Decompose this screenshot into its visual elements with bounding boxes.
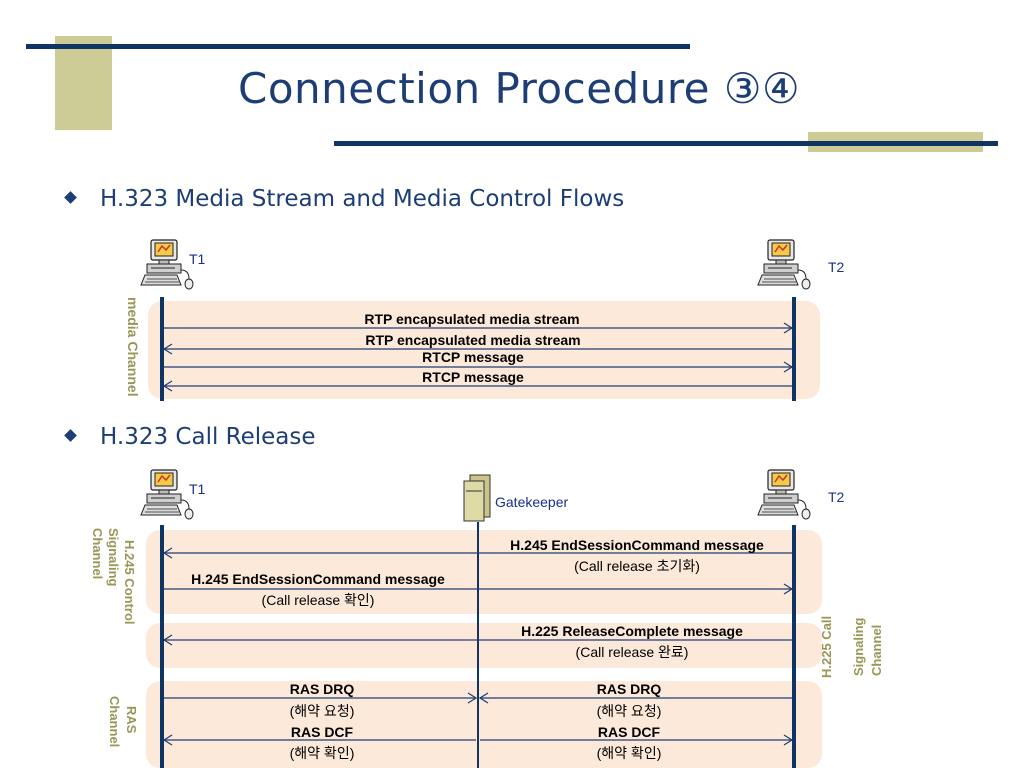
- drq-right-sub: (해약 요청): [597, 703, 662, 719]
- t1-computer-icon: [140, 469, 194, 520]
- bullet-media-stream: H.323 Media Stream and Media Control Flo…: [64, 186, 625, 212]
- h245-label-line-3: Channel: [90, 528, 105, 579]
- gatekeeper-label: Gatekeeper: [495, 494, 568, 510]
- d1-t1-label: T1: [189, 251, 206, 267]
- d2-msg-endsession-1: H.245 EndSessionCommand message (Call re…: [162, 537, 792, 574]
- media-channel-label: media Channel: [125, 297, 141, 397]
- gatekeeper-server-icon: [463, 474, 491, 522]
- d1-msg-4: RTCP message: [162, 369, 792, 392]
- d2-msg-dcf-left: RAS DCF (해약 확인): [162, 724, 476, 761]
- d1-msg-2-label: RTP encapsulated media stream: [365, 332, 580, 348]
- t1-computer-icon: [140, 239, 194, 290]
- drq-left-sub: (해약 요청): [290, 703, 355, 719]
- d1-msg-1: RTP encapsulated media stream: [164, 311, 794, 334]
- d2-t1-label: T1: [189, 481, 206, 497]
- endsession-2-title: H.245 EndSessionCommand message: [191, 571, 445, 587]
- dcf-left-sub: (해약 확인): [290, 745, 355, 761]
- dcf-left-title: RAS DCF: [291, 724, 354, 740]
- releasecomplete-sub: (Call release 완료): [576, 644, 689, 660]
- d1-msg-1-label: RTP encapsulated media stream: [364, 311, 579, 327]
- h225-label-line-3: Channel: [869, 625, 884, 676]
- d1-t2-label: T2: [828, 259, 845, 275]
- dcf-right-sub: (해약 확인): [597, 745, 662, 761]
- drq-left-title: RAS DRQ: [290, 681, 355, 697]
- h225-band: [146, 623, 822, 668]
- top-rule: [26, 44, 690, 49]
- d1-msg-4-label: RTCP message: [422, 369, 524, 385]
- drq-right-title: RAS DRQ: [597, 681, 662, 697]
- h225-label-line-2: Signaling: [851, 617, 866, 676]
- d1-msg-2: RTP encapsulated media stream: [162, 332, 792, 355]
- t2-computer-icon: [757, 469, 811, 520]
- d2-msg-drq-right: RAS DRQ (해약 요청): [478, 681, 792, 719]
- d2-msg-releasecomplete: H.225 ReleaseComplete message (Call rele…: [162, 623, 792, 660]
- endsession-1-title: H.245 EndSessionCommand message: [510, 537, 764, 553]
- bottom-rule: [334, 141, 998, 146]
- t2-computer-icon: [757, 239, 811, 290]
- slide-title: Connection Procedure ③④: [238, 64, 801, 113]
- olive-block-left: [55, 36, 112, 130]
- media-channel-band: [148, 301, 820, 399]
- d1-msg-3: RTCP message: [164, 349, 794, 373]
- ras-channel-label: RAS Channel: [107, 696, 139, 747]
- releasecomplete-title: H.225 ReleaseComplete message: [521, 623, 743, 639]
- d2-msg-drq-left: RAS DRQ (해약 요청): [164, 681, 478, 719]
- endsession-1-sub: (Call release 초기화): [574, 558, 700, 574]
- h245-band: [146, 530, 822, 614]
- d1-msg-3-label: RTCP message: [422, 349, 524, 365]
- endsession-2-sub: (Call release 확인): [262, 592, 375, 608]
- d2-t2-label: T2: [828, 489, 845, 505]
- h245-channel-label: H.245 Control Signaling Channel: [90, 528, 137, 625]
- d2-msg-endsession-2: H.245 EndSessionCommand message (Call re…: [164, 571, 794, 608]
- h225-channel-label: H.225 Call Signaling Channel: [819, 616, 884, 678]
- bullet-text: H.323 Call Release: [100, 424, 316, 450]
- bullet-text: H.323 Media Stream and Media Control Flo…: [100, 186, 625, 212]
- h245-label-line-2: Signaling: [106, 528, 121, 587]
- ras-label-line-1: RAS: [124, 706, 139, 734]
- bullet-call-release: H.323 Call Release: [64, 424, 316, 450]
- h225-label-line-1: H.225 Call: [819, 616, 834, 678]
- dcf-right-title: RAS DCF: [598, 724, 661, 740]
- ras-band: [146, 681, 822, 768]
- d2-msg-dcf-right: RAS DCF (해약 확인): [480, 724, 794, 761]
- h245-label-line-1: H.245 Control: [122, 540, 137, 625]
- ras-label-line-2: Channel: [107, 696, 122, 747]
